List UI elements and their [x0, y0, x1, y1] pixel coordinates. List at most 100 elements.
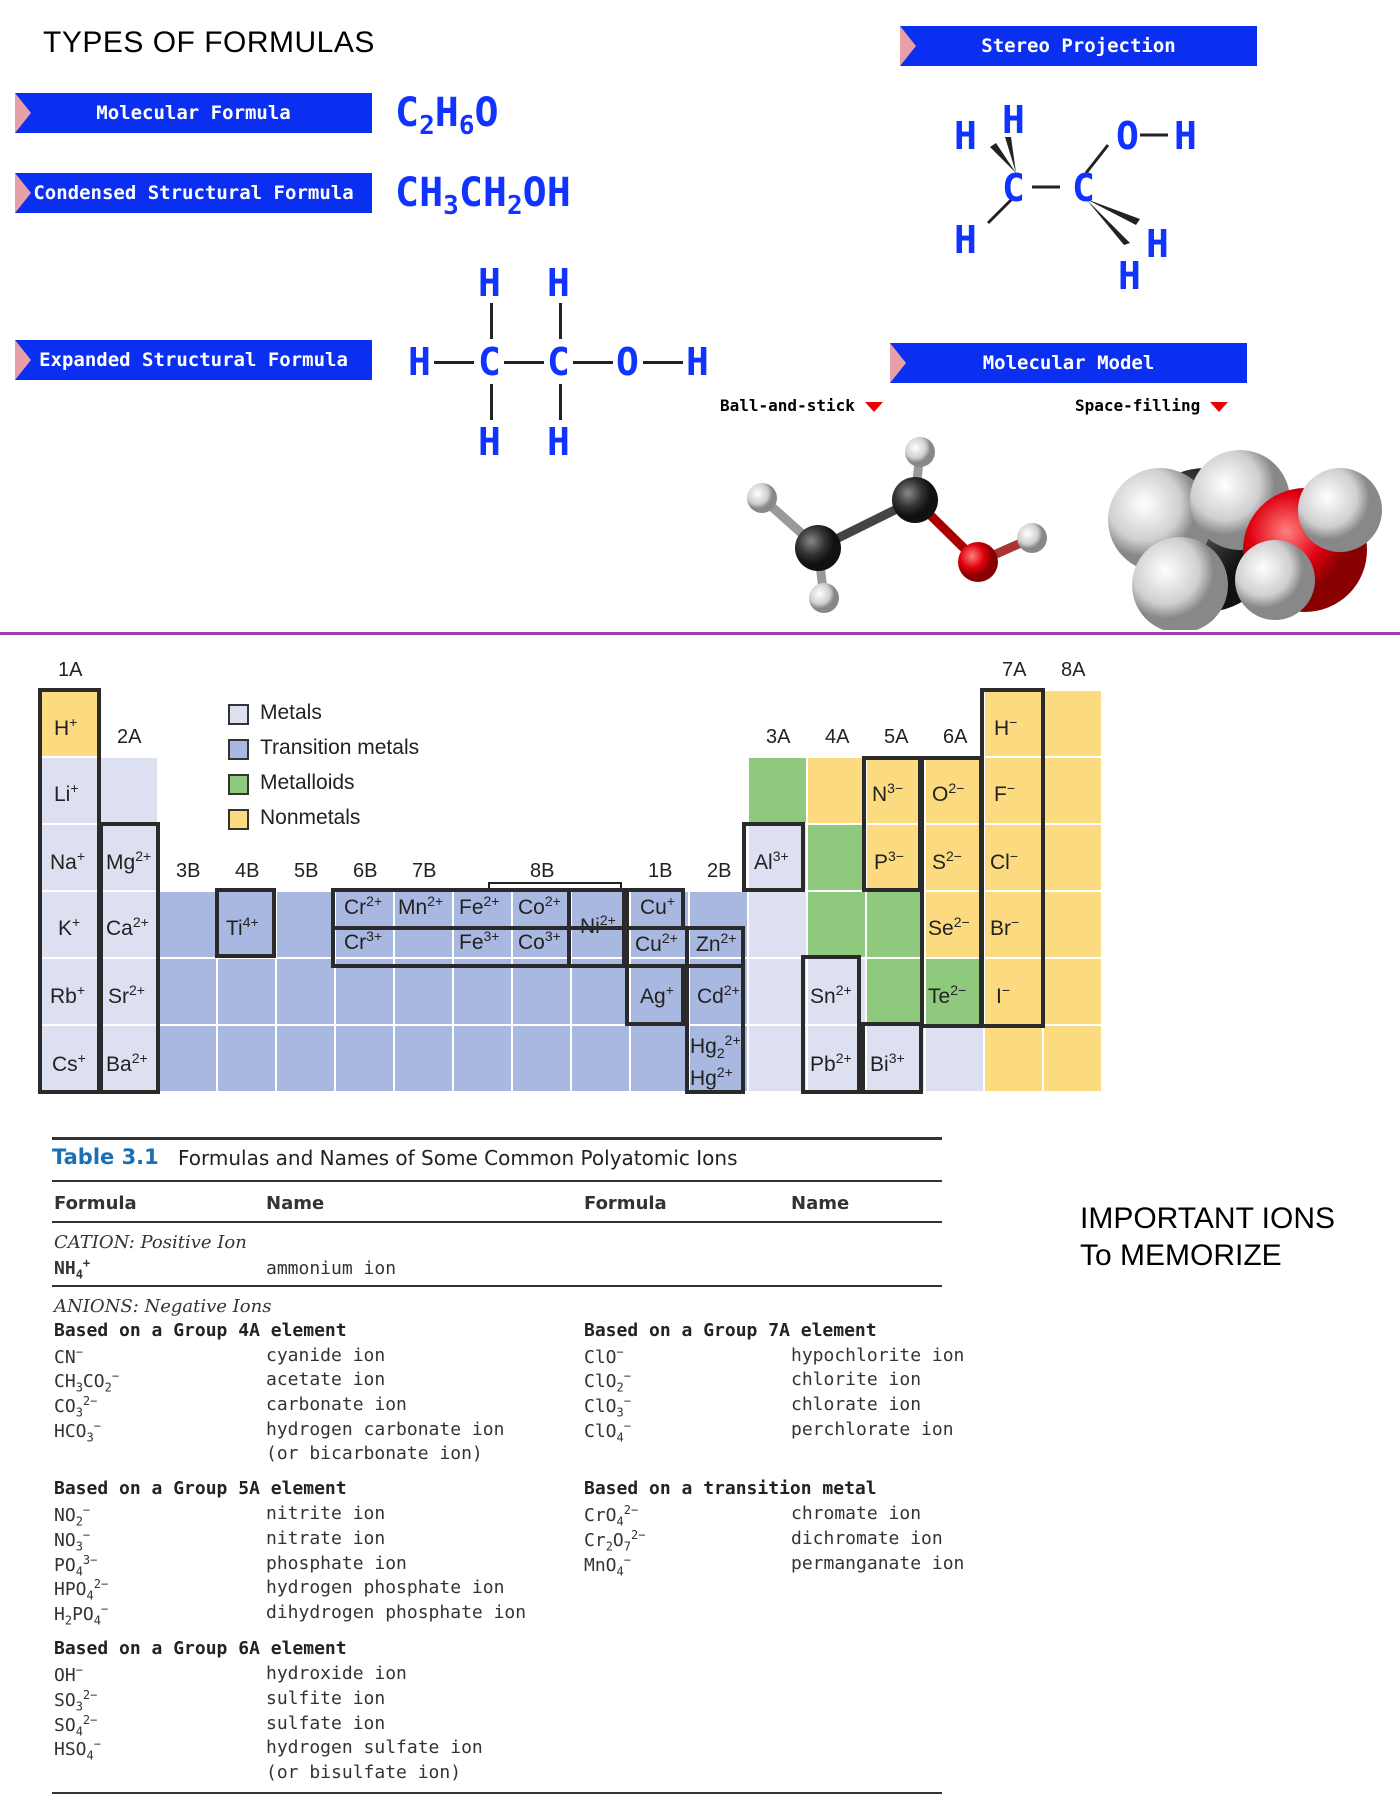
- group-label: 5A: [884, 726, 909, 748]
- ion-symbol: Cu2+: [635, 930, 678, 956]
- highlight-box: [685, 926, 745, 1094]
- highlight-box: [625, 964, 685, 1026]
- memo-line: To MEMORIZE: [1080, 1239, 1282, 1272]
- ion-formula: MnO4−: [584, 1553, 631, 1579]
- ion-name: hydrogen carbonate ion: [266, 1419, 505, 1440]
- space-filling-selector[interactable]: Space-filling: [1075, 396, 1229, 415]
- ion-formula: NH4+: [54, 1256, 91, 1282]
- ion-name: (or bicarbonate ion): [266, 1443, 483, 1464]
- stereo-bonds: [986, 133, 1168, 245]
- dropdown-arrow-icon: [864, 401, 883, 412]
- group-label: 4B: [235, 860, 260, 882]
- bond: [559, 303, 562, 339]
- ion-formula: CO32−: [54, 1394, 98, 1420]
- ion-formula: CrO42−: [584, 1503, 639, 1529]
- ion-formula: ClO4−: [584, 1419, 631, 1445]
- dropdown-arrow-icon: [1210, 401, 1229, 412]
- group-label: 3B: [176, 860, 201, 882]
- hydrogen-ball: [747, 483, 777, 513]
- ion-formula: HSO4−: [54, 1737, 101, 1763]
- atom-h: H: [954, 218, 977, 262]
- ion-symbol: Pb2+: [810, 1050, 852, 1076]
- ball-and-stick-selector[interactable]: Ball-and-stick: [720, 396, 883, 415]
- banner-label: Expanded Structural Formula: [39, 349, 348, 371]
- element-cell: [689, 891, 748, 958]
- element-cell: [630, 958, 689, 1025]
- element-cell: [512, 958, 571, 1025]
- page-title: TYPES OF FORMULAS: [43, 26, 375, 59]
- ion-symbol: F−: [994, 780, 1016, 806]
- element-cell: [748, 891, 807, 958]
- ion-symbol: Cd2+: [697, 982, 740, 1008]
- ion-symbol: Ca2+: [106, 914, 149, 940]
- banner-arrow-icon: [890, 343, 906, 383]
- legend-label: Nonmetals: [260, 806, 361, 829]
- group-label: 3A: [766, 726, 791, 748]
- element-cell: [453, 1025, 512, 1092]
- ion-symbol: Ba2+: [106, 1050, 148, 1076]
- element-cell: [217, 958, 276, 1025]
- bond: [643, 361, 683, 364]
- ball-and-stick-model: [747, 437, 1047, 613]
- element-cell: [984, 757, 1043, 824]
- ion-symbol: Fe2+: [459, 893, 500, 919]
- ion-symbol: Al3+: [754, 848, 789, 874]
- highlight-box: [862, 756, 922, 892]
- ion-symbol: Cr2+: [344, 893, 383, 919]
- ion-symbol: Co3+: [518, 928, 561, 954]
- ion-symbol: Mn2+: [398, 893, 444, 919]
- group-header: Based on a transition metal: [584, 1478, 877, 1499]
- atom-h: H: [1174, 114, 1197, 158]
- ion-formula: NO3−: [54, 1528, 91, 1554]
- ion-name: permanganate ion: [791, 1553, 965, 1574]
- atom-c: C: [1072, 166, 1095, 210]
- ion-symbol: P3−: [874, 848, 904, 874]
- element-cell: [158, 891, 217, 958]
- element-cell: [689, 1025, 748, 1092]
- atom-c: C: [1002, 166, 1025, 210]
- rule: [52, 1285, 942, 1287]
- ion-formula: SO32−: [54, 1688, 98, 1714]
- molecular-formula: C2H6O: [395, 90, 499, 141]
- atom-h: H: [408, 340, 431, 384]
- ion-name: phosphate ion: [266, 1553, 407, 1574]
- stereo-projection-banner: Stereo Projection: [900, 26, 1257, 66]
- banner-label: Condensed Structural Formula: [33, 182, 354, 204]
- ion-symbol: S2−: [932, 848, 962, 874]
- ion-name: chromate ion: [791, 1503, 922, 1524]
- banner-label: Stereo Projection: [981, 35, 1176, 57]
- element-cell: [866, 958, 925, 1025]
- bond: [490, 303, 493, 339]
- ion-symbol: K+: [58, 914, 81, 940]
- element-cell: [925, 824, 984, 891]
- element-cell: [394, 891, 453, 958]
- atom-c: C: [478, 340, 501, 384]
- ion-name: sulfate ion: [266, 1713, 386, 1734]
- element-cell: [807, 958, 866, 1025]
- ion-name: perchlorate ion: [791, 1419, 954, 1440]
- ion-name: chlorite ion: [791, 1369, 922, 1390]
- ion-symbol: O2−: [932, 780, 965, 806]
- atom-h: H: [954, 114, 977, 158]
- ion-symbol: Sn2+: [810, 982, 852, 1008]
- stereo-projection: H H C C O H H H H: [940, 95, 1220, 305]
- carbon-ball: [795, 525, 841, 571]
- bond: [504, 361, 544, 364]
- bond: [559, 384, 562, 420]
- ion-symbol: Zn2+: [696, 930, 737, 956]
- element-cell: [217, 1025, 276, 1092]
- ion-symbol: Na+: [50, 848, 86, 874]
- atom-h: H: [478, 261, 501, 305]
- rule: [52, 1792, 942, 1794]
- condensed-formula-banner: Condensed Structural Formula: [15, 173, 372, 213]
- element-cell: [335, 1025, 394, 1092]
- legend-swatch-transition: [228, 739, 249, 760]
- element-cell: [571, 958, 630, 1025]
- ion-name: hydrogen phosphate ion: [266, 1577, 505, 1598]
- ion-formula: OH−: [54, 1663, 83, 1686]
- ion-symbol: Se2−: [928, 914, 970, 940]
- ion-name: sulfite ion: [266, 1688, 386, 1709]
- ion-formula: ClO−: [584, 1345, 624, 1368]
- element-cell: [630, 891, 689, 958]
